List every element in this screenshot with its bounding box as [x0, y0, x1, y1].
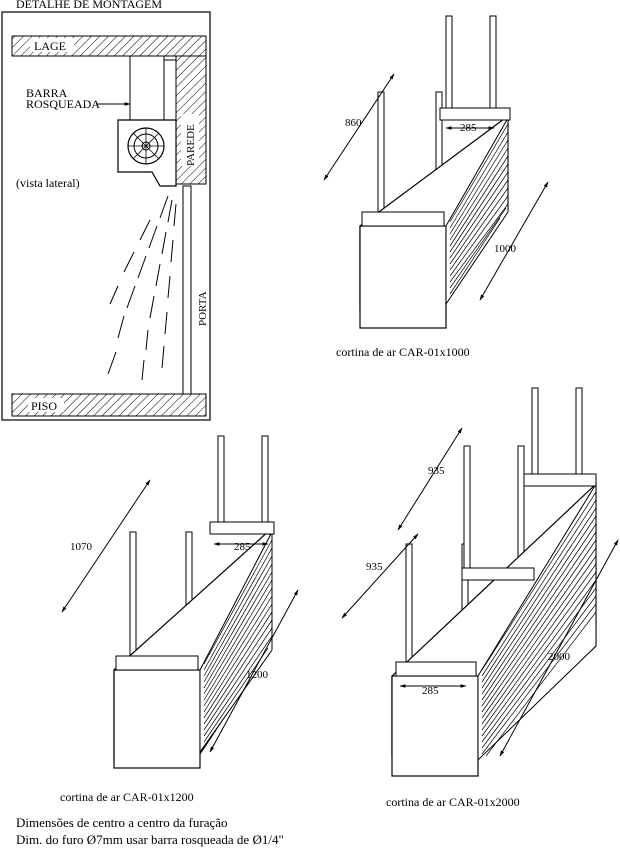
caption-car-01x1200: cortina de ar CAR-01x1200 — [60, 790, 194, 804]
unit-car-01x2000: 285 935 935 2000 cortina de ar CAR-01x20… — [341, 387, 619, 809]
threaded-rod — [129, 55, 165, 121]
side-view-detail: LAGE PAREDE BARRA ROSQUEADA (vista later… — [1, 11, 211, 421]
dim-height: 1070 — [70, 541, 93, 553]
view-label: (vista lateral) — [16, 176, 80, 190]
dim-length: 1200 — [246, 669, 269, 681]
dim-height-lower: 935 — [366, 561, 383, 573]
dim-length: 2000 — [548, 651, 571, 663]
note-line2: Dim. do furo Ø7mm usar barra rosqueada d… — [16, 832, 284, 847]
floor-label: PISO — [31, 399, 57, 413]
unit-front-face — [391, 675, 479, 777]
page-title: DETALHE DE MONTAGEM — [16, 0, 162, 11]
rod-label-line2: ROSQUEADA — [26, 97, 100, 111]
rod-label-line1: BARRA — [26, 86, 68, 100]
detail-frame — [1, 11, 211, 421]
dim-length: 1000 — [494, 243, 517, 255]
air-flow-lines — [107, 195, 177, 381]
dim-rod-spacing: 285 — [422, 685, 439, 697]
door-label: PORTA — [197, 291, 209, 326]
dim-height-upper: 935 — [428, 465, 445, 477]
door — [182, 185, 192, 395]
caption-car-01x2000: cortina de ar CAR-01x2000 — [386, 795, 520, 809]
unit-front-face — [113, 669, 201, 769]
unit-car-01x1200: 285 1070 1200 cortina de ar CAR-01x1200 — [60, 435, 299, 804]
dim-rod-spacing: 285 — [234, 541, 251, 553]
dim-height: 860 — [345, 117, 362, 129]
unit-front-face — [359, 225, 447, 329]
air-curtain-side-profile — [117, 119, 177, 187]
dim-rod-spacing: 285 — [460, 122, 477, 134]
ceiling-label: LAGE — [34, 39, 66, 53]
note-line1: Dimensões de centro a centro da furação — [16, 815, 228, 830]
wall-label: PAREDE — [185, 124, 197, 166]
caption-car-01x1000: cortina de ar CAR-01x1000 — [336, 345, 470, 359]
unit-car-01x1000: 285 860 1000 cortina de ar CAR-01x1000 — [323, 15, 549, 359]
